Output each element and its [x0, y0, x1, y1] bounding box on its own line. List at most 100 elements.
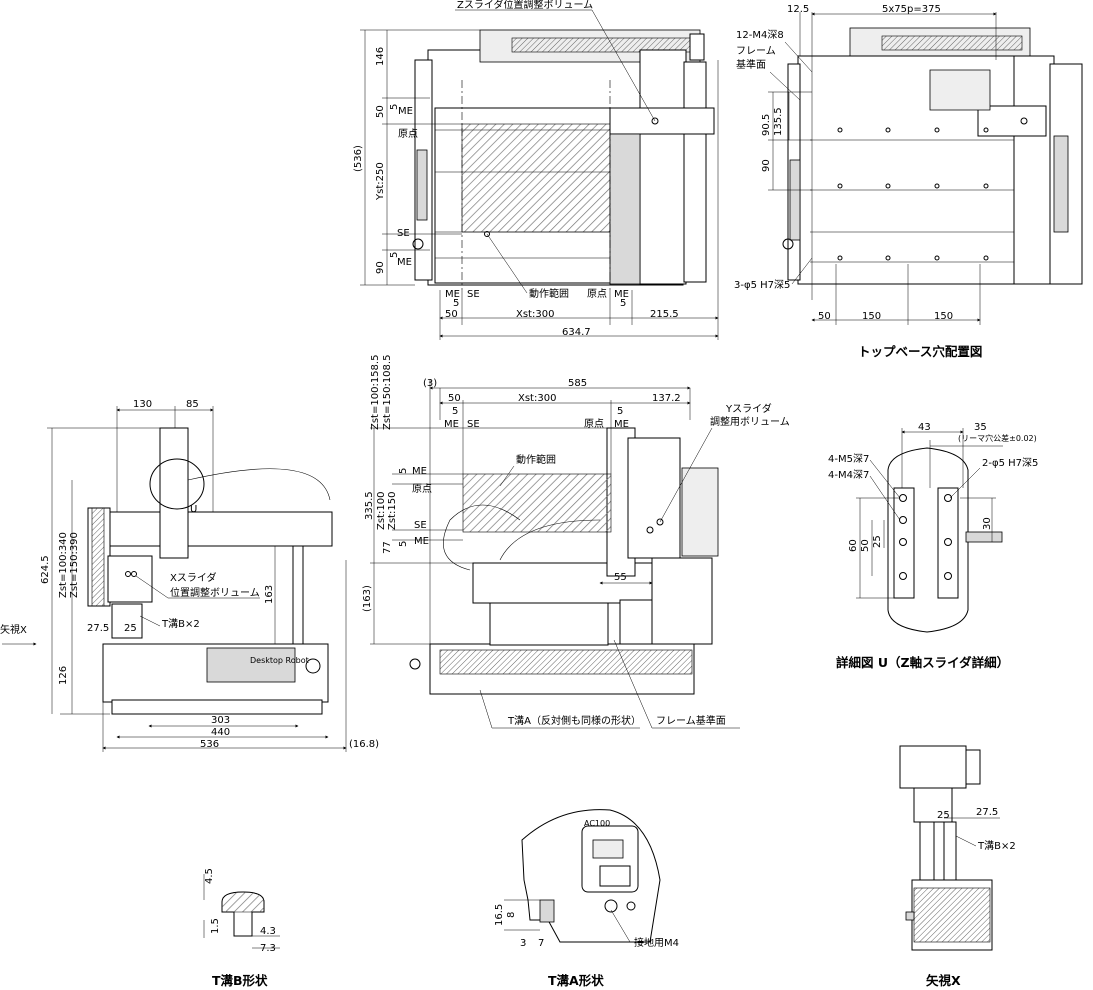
dim-4-5: 4.5 [204, 868, 215, 884]
dim-137-2: 137.2 [652, 393, 681, 404]
me-label: ME [444, 419, 459, 430]
dim-zst100: Zst=100:340 [58, 532, 69, 598]
dim-624-5: 624.5 [40, 555, 51, 584]
z-slider-label: Zスライダ位置調整ボリューム [457, 0, 593, 11]
zst-rot-label: Zst=100:158.5 [370, 355, 381, 430]
dim-77: 77 [382, 541, 393, 554]
t-groove-a-caption: T溝A形状 [548, 973, 604, 988]
dim-xst300: Xst:300 [516, 309, 554, 320]
y-slider-label: 調整用ボリューム [710, 415, 790, 428]
arrow-x-label: 矢視X [0, 623, 27, 636]
dim-5: 5 [453, 298, 459, 309]
holes-label: 12-M4深8 [736, 29, 784, 41]
t-groove-b-caption: T溝B形状 [212, 973, 268, 988]
dim-27-5: 27.5 [976, 807, 998, 818]
view-x-caption: 矢視X [925, 973, 961, 988]
t-groove-b-label: T溝B×2 [977, 839, 1016, 852]
base-hole-view: 12.5 5x75p=375 12-M4深8 フレーム 基準面 90.5 135… [734, 4, 1083, 359]
dim-5: 5 [452, 406, 458, 417]
se-label: SE [467, 419, 480, 430]
dim-163: (163) [362, 585, 373, 612]
x-slider-label: Xスライダ [170, 571, 216, 584]
dim-150: 150 [862, 311, 881, 322]
dim-27-5: 27.5 [87, 623, 109, 634]
ground-label: 接地用M4 [634, 936, 679, 949]
dim-60: 60 [848, 539, 859, 552]
dim-5: 5 [617, 406, 623, 417]
dim-163: 163 [264, 585, 275, 604]
dim-25: 25 [872, 535, 883, 548]
dowel-label: 2-φ5 H7深5 [982, 457, 1038, 469]
dim-3: 3 [520, 938, 526, 949]
dim-85: 85 [186, 399, 199, 410]
origin-label: 原点 [398, 128, 418, 140]
dim-1-5: 1.5 [210, 918, 221, 934]
m4-label: 4-M4深7 [828, 469, 869, 481]
dim-16-8: (16.8) [349, 739, 379, 750]
dim-50: 50 [445, 309, 458, 320]
me-label: ME [614, 289, 629, 300]
dim-zst100: Zst:100 [376, 492, 387, 530]
dim-zst150: Zst=150:390 [69, 532, 80, 598]
dim-50: 50 [860, 539, 871, 552]
base-holes [837, 127, 989, 261]
dim-30: 30 [982, 517, 993, 530]
dim-5: 5 [398, 541, 409, 547]
dim-5: 5 [398, 468, 409, 474]
dim-8: 8 [506, 912, 517, 918]
se-label: SE [467, 289, 480, 300]
dim-536: (536) [353, 145, 364, 172]
dim-50: 50 [448, 393, 461, 404]
se-label: SE [397, 228, 410, 239]
u-label: U [190, 504, 197, 515]
dim-5: 5 [620, 298, 626, 309]
origin-label: 原点 [412, 483, 432, 495]
dim-7: 7 [538, 938, 544, 949]
y-slider-label: Yスライダ [725, 402, 772, 415]
me-label: ME [397, 257, 412, 268]
range-label: 動作範囲 [516, 453, 556, 466]
dim-5: 5 [389, 104, 400, 110]
dim-50: 50 [375, 105, 386, 118]
side-view: (3) 585 50 Xst:300 137.2 5 5 ME SE 原点 ME… [362, 355, 790, 729]
dim-50: 50 [818, 311, 831, 322]
dowel-label: 3-φ5 H7深5 [734, 279, 790, 291]
dim-146: 146 [375, 47, 386, 66]
front-view: U Desktop Robot 130 85 624.5 Zst=100:340… [0, 399, 379, 752]
panel-text: Desktop Robot [250, 656, 309, 665]
m5-label: 4-M5深7 [828, 453, 869, 465]
dim-16-5: 16.5 [494, 904, 505, 926]
dim-5x75: 5x75p=375 [882, 4, 941, 15]
dim-25: 25 [937, 810, 950, 821]
dim-43: 43 [918, 422, 931, 433]
frame-label: 基準面 [736, 58, 766, 71]
dim-7-3: 7.3 [260, 943, 276, 954]
dim-135-5: 135.5 [773, 107, 784, 136]
dim-35: 35 [974, 422, 987, 433]
x-slider-label: 位置調整ボリューム [170, 586, 260, 599]
t-groove-b-shape: 4.5 1.5 4.3 7.3 T溝B形状 [203, 868, 280, 988]
top-view: 146 50 (536) Yst:250 90 5 5 ME 原点 SE ME … [353, 0, 719, 340]
dim-90-5: 90.5 [761, 114, 772, 136]
tolerance-label: (リーマ穴公差±0.02) [958, 433, 1037, 443]
t-groove-a-shape: AC100 16.5 8 3 7 接地用M4 T溝A形状 [494, 809, 679, 988]
view-x: 25 27.5 T溝B×2 矢視X [899, 745, 1016, 988]
dim-3: (3) [423, 378, 437, 389]
me-label: ME [614, 419, 629, 430]
dim-90: 90 [761, 159, 772, 172]
me-label: ME [414, 536, 429, 547]
dim-215-5: 215.5 [650, 309, 679, 320]
dim-126: 126 [58, 666, 69, 685]
dim-90: 90 [375, 261, 386, 274]
dim-xst300: Xst:300 [518, 393, 556, 404]
ac-label: AC100 [584, 819, 610, 828]
dim-5: 5 [389, 252, 400, 258]
dim-440: 440 [211, 727, 230, 738]
t-groove-b-label: T溝B×2 [161, 617, 200, 630]
origin-label: 原点 [584, 418, 604, 430]
dim-536: 536 [200, 739, 219, 750]
dim-zst150: Zst:150 [387, 492, 398, 530]
origin-label: 原点 [587, 288, 607, 300]
se-label: SE [414, 520, 427, 531]
